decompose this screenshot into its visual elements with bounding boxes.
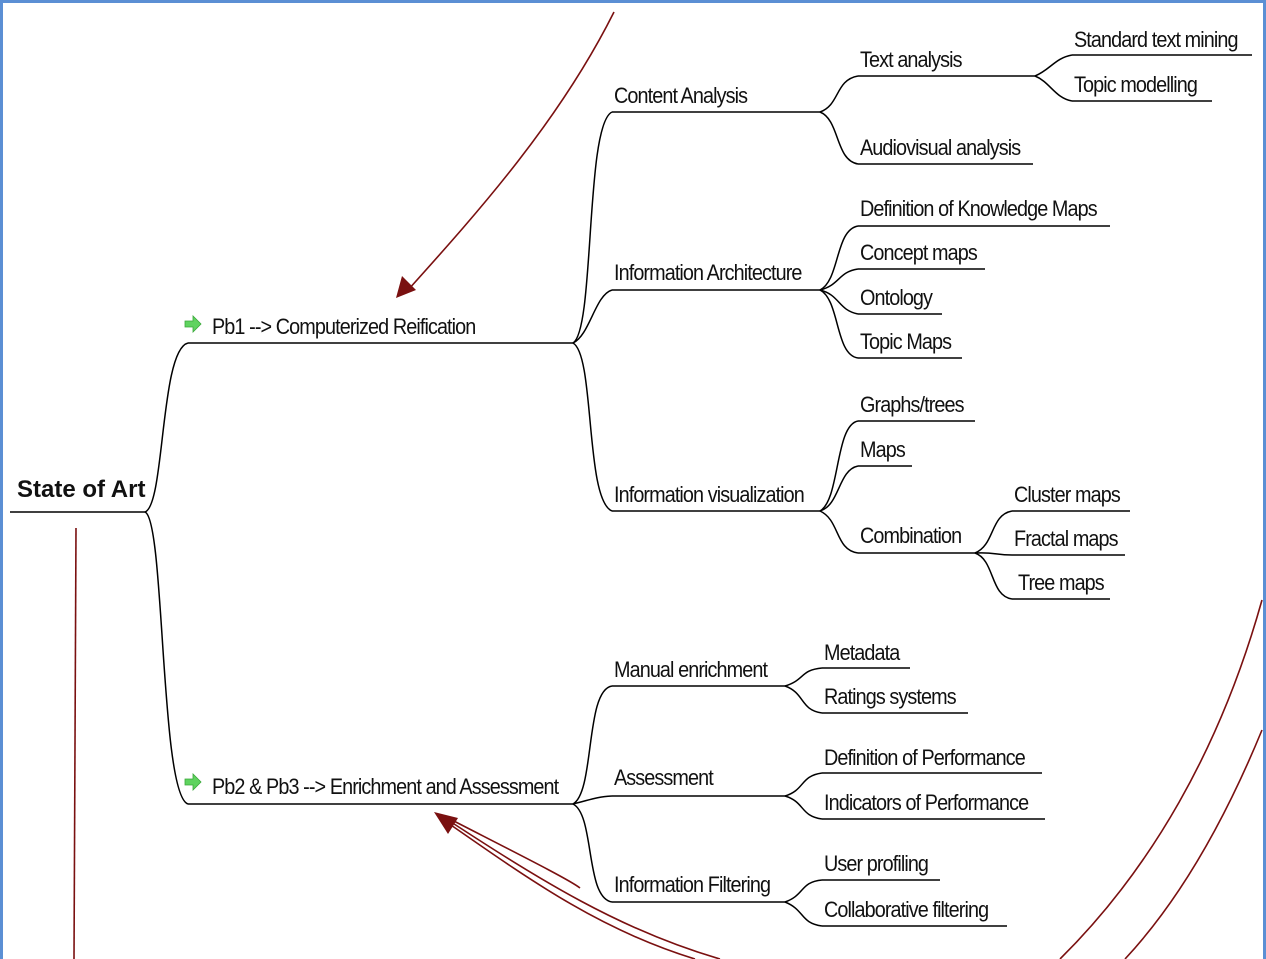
arrowhead (396, 276, 416, 298)
connector (784, 795, 823, 820)
node-information-filtering[interactable]: Information Filtering (614, 872, 771, 897)
connector (784, 685, 823, 714)
connector (1034, 54, 1073, 77)
node-cluster-maps[interactable]: Cluster maps (1014, 482, 1121, 507)
connector (974, 552, 1013, 600)
connector (974, 510, 1013, 554)
cross-link-arrow (1124, 729, 1263, 959)
node-definition-knowledge-maps[interactable]: Definition of Knowledge Maps (860, 196, 1098, 221)
connector (1034, 75, 1073, 102)
connector (819, 420, 859, 512)
node-pb1[interactable]: Pb1 --> Computerized Reification (212, 314, 476, 339)
node-ratings-systems[interactable]: Ratings systems (824, 684, 957, 709)
arrowheads (396, 276, 458, 834)
connector (819, 111, 859, 165)
connector (572, 111, 613, 344)
cross-link-arrow (447, 819, 721, 959)
connector (572, 803, 613, 903)
cross-links (73, 11, 1263, 959)
node-ontology[interactable]: Ontology (860, 285, 933, 310)
green-arrow-icon (184, 315, 202, 333)
root-node[interactable]: State of Art (17, 476, 146, 503)
connector (819, 465, 859, 512)
connector (974, 552, 1013, 556)
connector (144, 511, 189, 805)
node-fractal-maps[interactable]: Fractal maps (1014, 526, 1119, 551)
node-concept-maps[interactable]: Concept maps (860, 240, 978, 265)
connector (784, 879, 823, 903)
connector (784, 667, 823, 687)
connector (144, 342, 189, 513)
node-text-analysis[interactable]: Text analysis (860, 47, 963, 72)
node-combination[interactable]: Combination (860, 523, 962, 548)
node-standard-text-mining[interactable]: Standard text mining (1074, 27, 1239, 52)
connector (819, 75, 859, 113)
node-definition-performance[interactable]: Definition of Performance (824, 745, 1026, 770)
node-user-profiling[interactable]: User profiling (824, 851, 929, 876)
node-tree-maps[interactable]: Tree maps (1018, 570, 1105, 595)
connector (819, 225, 859, 291)
cross-link-arrow (407, 11, 615, 291)
node-content-analysis[interactable]: Content Analysis (614, 83, 748, 108)
arrowhead (434, 812, 458, 834)
connector (819, 268, 859, 291)
connector (819, 289, 859, 359)
connector (572, 289, 613, 344)
connector (819, 510, 859, 554)
node-topic-maps[interactable]: Topic Maps (860, 329, 952, 354)
connector (572, 795, 613, 805)
node-maps[interactable]: Maps (860, 437, 906, 462)
connector (784, 772, 823, 797)
cross-link-arrow (447, 822, 696, 959)
connector (819, 289, 859, 315)
node-pb2[interactable]: Pb2 & Pb3 --> Enrichment and Assessment (212, 774, 559, 799)
connectors (10, 54, 1252, 927)
cross-link-arrow (1059, 599, 1263, 959)
connector (784, 901, 823, 927)
node-indicators-performance[interactable]: Indicators of Performance (824, 790, 1029, 815)
node-graphs-trees[interactable]: Graphs/trees (860, 392, 965, 417)
node-manual-enrichment[interactable]: Manual enrichment (614, 657, 768, 682)
node-information-architecture[interactable]: Information Architecture (614, 260, 802, 285)
connector (572, 342, 613, 512)
node-assessment[interactable]: Assessment (614, 765, 714, 790)
node-collaborative-filtering[interactable]: Collaborative filtering (824, 897, 989, 922)
node-topic-modelling[interactable]: Topic modelling (1074, 72, 1198, 97)
connector (572, 685, 613, 805)
node-information-visualization[interactable]: Information visualization (614, 482, 805, 507)
node-metadata[interactable]: Metadata (824, 640, 900, 665)
green-arrow-icon (184, 773, 202, 791)
cross-link-arrow (73, 527, 77, 959)
cross-link-arrow (447, 817, 581, 889)
node-audiovisual-analysis[interactable]: Audiovisual analysis (860, 135, 1021, 160)
